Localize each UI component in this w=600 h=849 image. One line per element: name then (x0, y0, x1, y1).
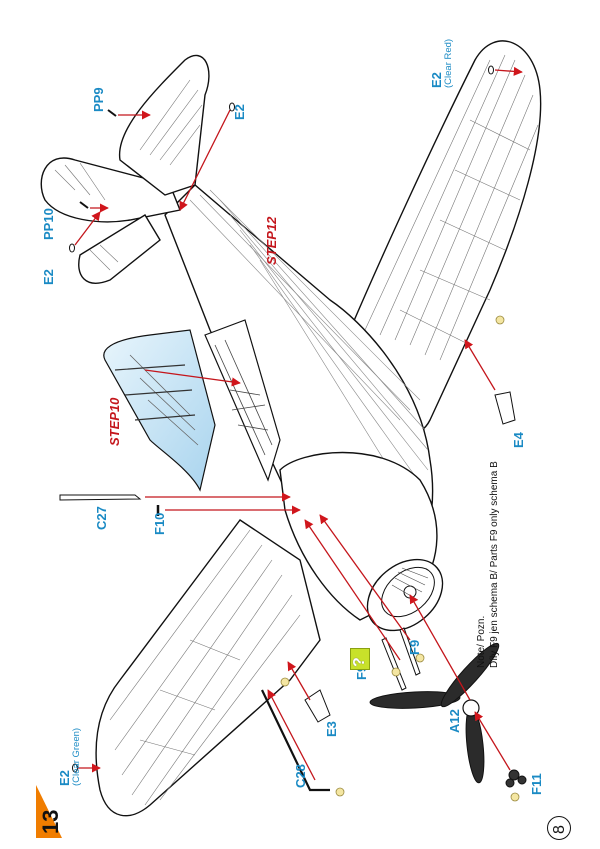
glue-markers (280, 315, 520, 802)
cockpit-frame (204, 319, 281, 482)
spinner-part-f11 (505, 769, 527, 788)
fuselage-panel-lines (189, 189, 429, 511)
label-e2-tail-top: E2 (232, 104, 247, 120)
label-e2-tail-lower: E2 (41, 269, 56, 285)
left-wing (95, 519, 321, 817)
left-wing-panel-lines (109, 529, 301, 806)
engine-cylinders (391, 567, 429, 601)
part-e3-light-cover (304, 689, 331, 723)
label-e4: E4 (511, 432, 526, 448)
horizontal-stabilizer (40, 157, 181, 284)
label-e2-left: E2 (57, 770, 72, 786)
step10-label: STEP10 (107, 397, 122, 446)
note-line1: Note/ Pozn. (476, 615, 487, 668)
pin-pp10 (79, 201, 89, 209)
step-number: 13 (38, 809, 63, 834)
vertical-fin (118, 54, 210, 196)
exhaust-parts-f9 (381, 627, 421, 691)
e2-lenses (69, 65, 494, 773)
engine-cowling (279, 451, 444, 632)
propeller-part-a12 (369, 642, 500, 784)
right-wing (349, 40, 542, 438)
label-e3: E3 (324, 721, 339, 737)
page-number-circle (547, 816, 571, 840)
label-f9-b: F9 (407, 639, 422, 655)
label-pp10: PP10 (41, 208, 56, 240)
antenna-part-c27 (59, 494, 142, 501)
canopy (103, 329, 216, 492)
tail-hatching (54, 79, 203, 271)
step12-label: STEP12 (264, 216, 279, 265)
label-f11: F11 (529, 773, 544, 795)
step-badge (36, 785, 62, 838)
pitot-part-c28 (261, 689, 330, 792)
label-c27: C27 (94, 506, 109, 530)
pin-pp9 (107, 109, 117, 117)
assembly-arrows (74, 66, 523, 781)
page-number: 8 (551, 825, 568, 834)
label-pp9: PP9 (91, 87, 106, 112)
label-f10: F10 (152, 512, 167, 535)
label-a12: A12 (447, 709, 462, 733)
optional-part-marker-text: ? (351, 657, 368, 667)
part-e4-light-cover (494, 391, 516, 425)
note-line2: Díly F9 jen schema B/ Parts F9 only sche… (489, 461, 500, 668)
label-clear-red: (Clear Red) (443, 38, 454, 88)
label-clear-green: (Clear Green) (71, 727, 82, 786)
right-wing-panel-lines (364, 54, 539, 361)
label-c28: C28 (293, 764, 308, 788)
optional-part-marker (350, 648, 370, 670)
label-e2-right: E2 (429, 72, 444, 88)
